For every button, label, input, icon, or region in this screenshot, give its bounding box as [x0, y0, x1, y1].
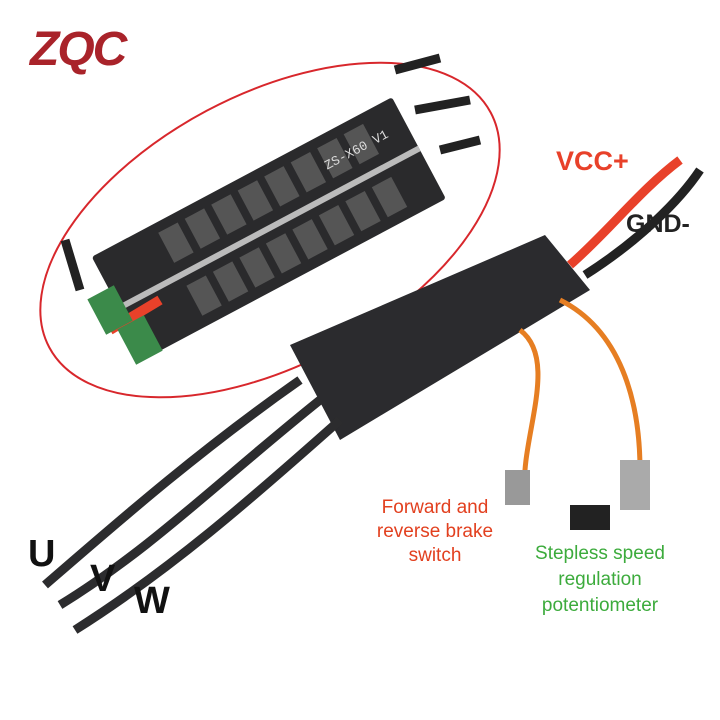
vcc-label: VCC+	[556, 146, 629, 176]
phase-w-label: W	[134, 580, 170, 622]
gnd-label: GND-	[626, 210, 690, 238]
potentiometer-label: Stepless speed regulation potentiometer	[535, 543, 665, 616]
potentiometer-knob	[570, 505, 610, 530]
switch	[505, 470, 530, 505]
pot-wire	[558, 297, 643, 471]
phase-v-label: V	[90, 558, 116, 600]
pcb-wires	[60, 53, 482, 292]
switch-label: Forward and reverse brake switch	[376, 497, 494, 566]
phase-u-label: U	[28, 533, 56, 575]
brand-logo: ZQC	[30, 23, 127, 76]
pcb-board	[92, 98, 445, 358]
switch-wire	[518, 328, 541, 491]
capacitor	[117, 315, 163, 365]
potentiometer	[620, 460, 650, 510]
controller-body	[290, 235, 590, 440]
vcc-wire	[567, 156, 683, 269]
phase-wires	[42, 376, 343, 634]
capacitor	[87, 285, 133, 335]
gnd-wire	[582, 167, 704, 279]
